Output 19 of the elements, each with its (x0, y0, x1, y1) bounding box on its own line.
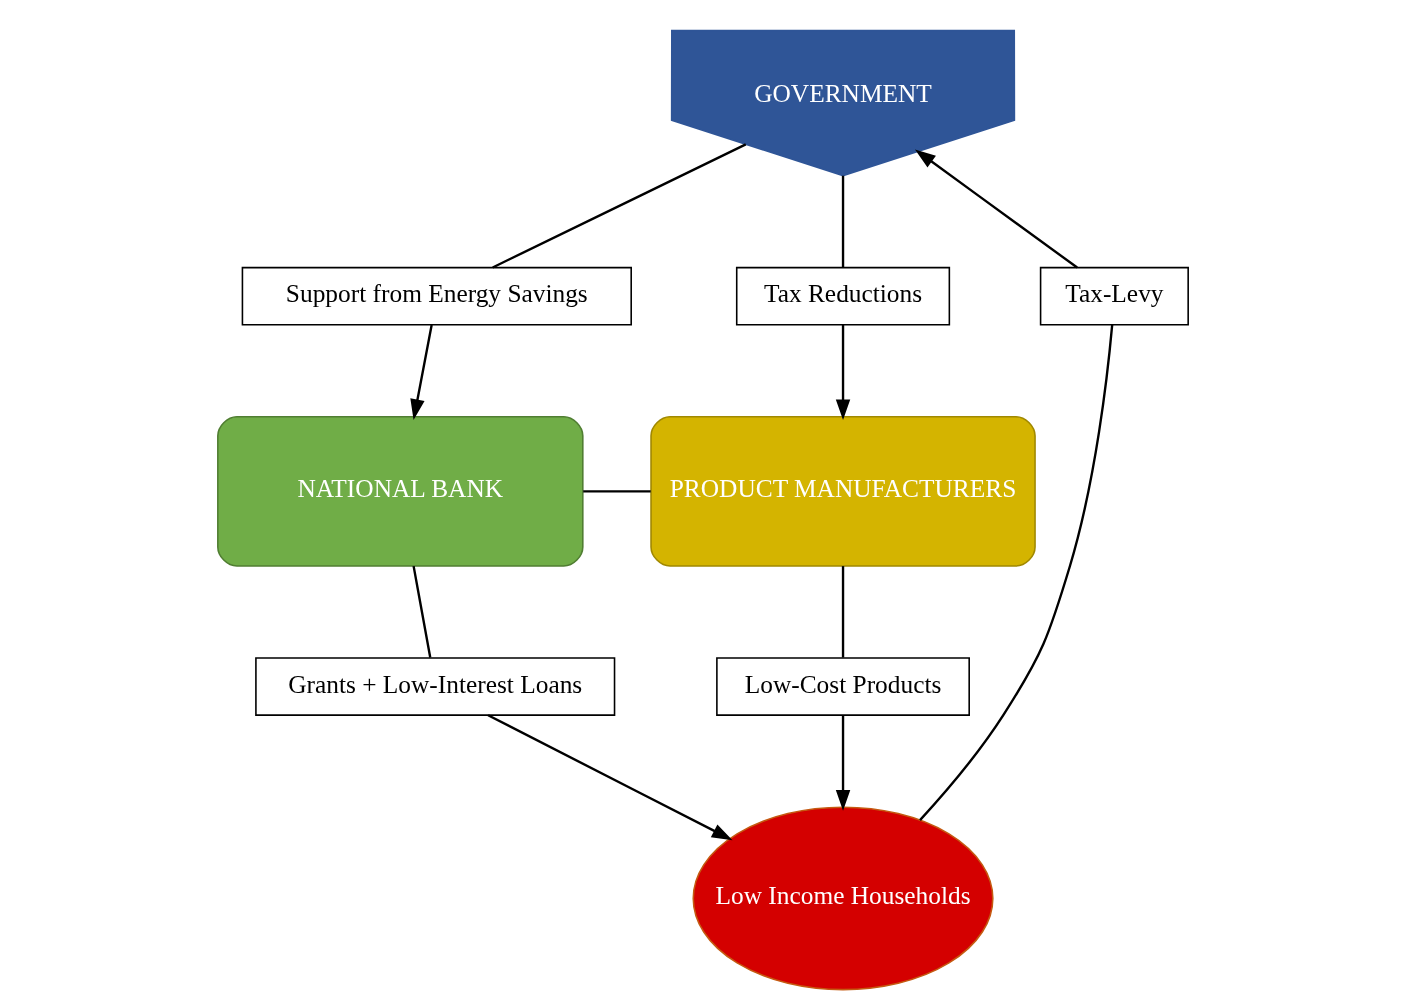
arrow (487, 713, 732, 840)
connector (841, 175, 844, 267)
node-box: Tax-Levy (1039, 266, 1189, 326)
node-ellipse: Low Income Households (691, 805, 994, 990)
arrow (409, 324, 433, 420)
node-box: PRODUCT MANUFACTURERS (649, 415, 1036, 567)
node-box: NATIONAL BANK (216, 415, 584, 567)
arrow (835, 714, 850, 811)
node-box: Low-Cost Products (715, 656, 970, 716)
arrow (835, 324, 850, 420)
connector (841, 565, 844, 658)
node-box: Tax Reductions (735, 266, 950, 326)
connector (491, 142, 746, 269)
connector (411, 565, 431, 658)
connector (582, 489, 651, 493)
node-box: Support from Energy Savings (241, 266, 632, 326)
connector (918, 324, 1113, 821)
arrow (914, 148, 1078, 268)
node-box: Grants + Low-Interest Loans (254, 656, 615, 716)
